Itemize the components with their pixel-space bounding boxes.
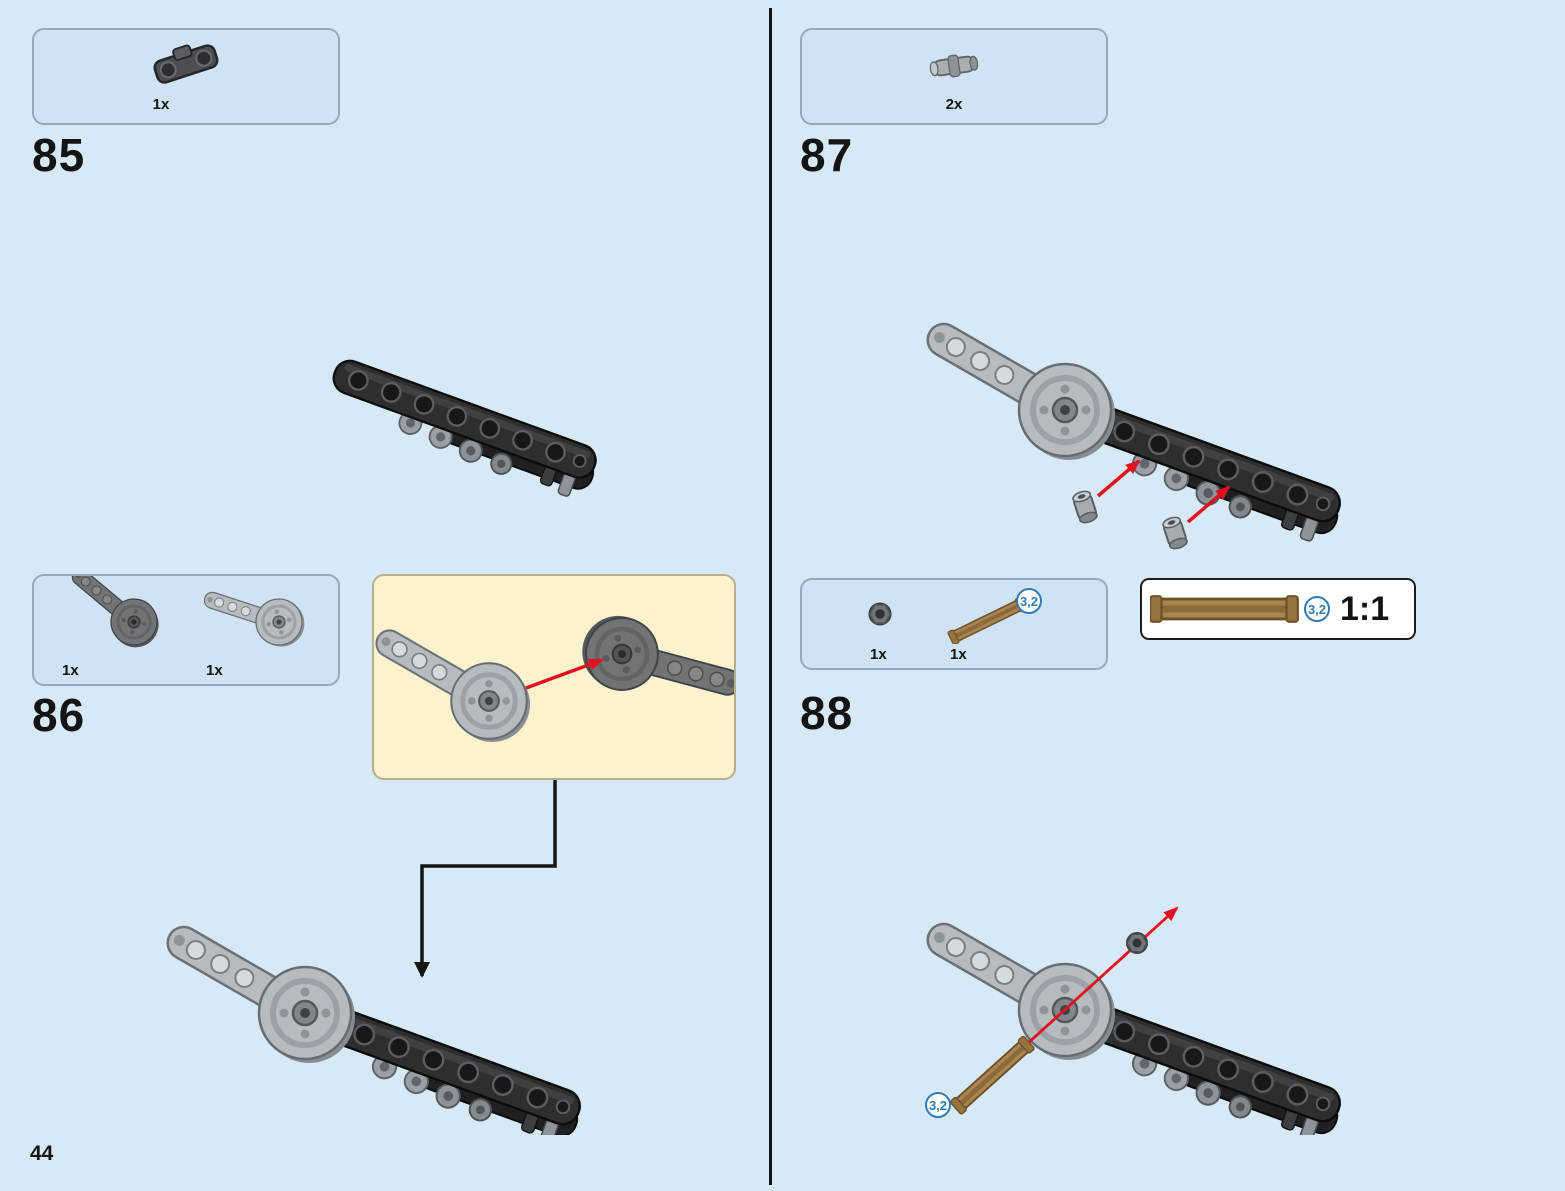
scale-ratio-label: 1:1 <box>1340 589 1390 628</box>
part-count: 2x <box>945 96 963 113</box>
step-88-parts-box: 1x 1x <box>800 578 1108 670</box>
axle-length-badge: 3,2 <box>1304 596 1330 622</box>
callout-connector-arrow <box>414 780 557 978</box>
step-88-number: 88 <box>800 687 854 739</box>
column-divider <box>769 8 772 1185</box>
step-85-parts-box: 1x <box>32 28 340 125</box>
step-88-assembly-figure <box>915 906 1348 1135</box>
part-connector-pin-icon <box>928 51 980 81</box>
step-87-assembly-figure <box>915 320 1348 552</box>
part-count: 1x <box>870 646 887 663</box>
step-85-assembly-figure <box>320 355 603 506</box>
red-insert-arrow <box>1096 459 1141 498</box>
red-insert-arrow <box>525 658 604 690</box>
step-86-assembly-figure <box>165 895 588 1135</box>
step-87-parts-box: 2x <box>800 28 1108 125</box>
step-86-parts-box: 1x 1x <box>32 574 340 686</box>
step-85-number: 85 <box>32 129 86 181</box>
axle-actual-size-icon <box>1150 594 1300 624</box>
axle-length-badge: 3,2 <box>1016 588 1042 614</box>
callout-assembly-detail <box>374 576 734 778</box>
step-87-number: 87 <box>800 129 854 181</box>
red-insert-arrow <box>1186 485 1231 524</box>
part-cross-block-icon <box>149 36 221 86</box>
part-count: 1x <box>62 662 79 679</box>
part-count: 1x <box>206 662 223 679</box>
true-scale-box: 3,2 1:1 <box>1140 578 1416 640</box>
step-86-detail-callout <box>372 574 736 780</box>
part-count: 1x <box>950 646 967 663</box>
part-rotor-arm-icons <box>57 576 311 660</box>
axle-length-badge: 3,2 <box>925 1092 951 1118</box>
step-86-number: 86 <box>32 689 86 741</box>
page-number: 44 <box>30 1142 54 1165</box>
part-count: 1x <box>152 96 170 113</box>
part-bush-and-axle-icons <box>868 596 1028 644</box>
